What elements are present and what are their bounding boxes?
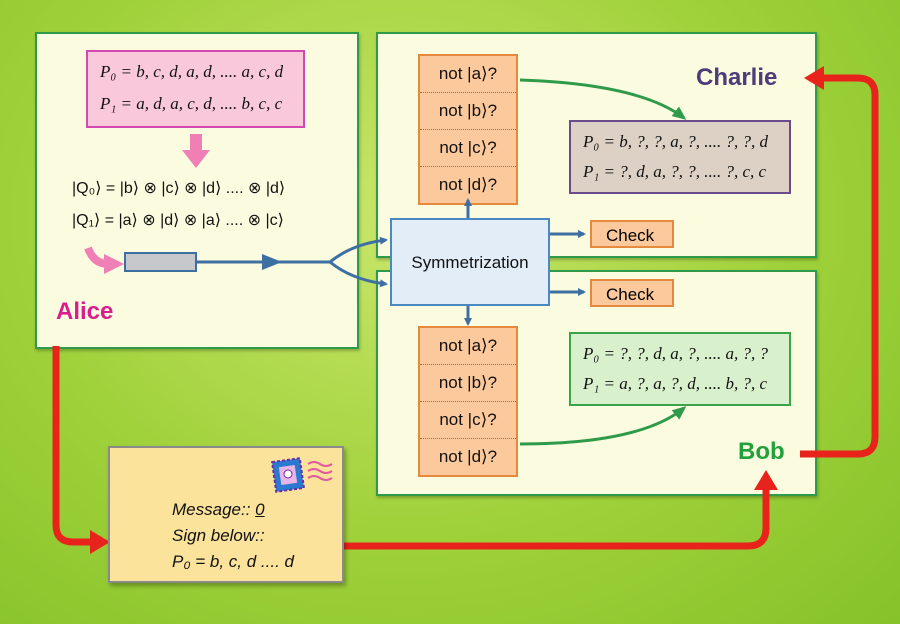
charlie-p1: P₁ = ?, d, a, ?, ?, .... ?, c, c: [583, 162, 767, 181]
alice-p1: P₁ = a, d, a, c, d, .... b, c, c: [100, 94, 283, 113]
signed-message-letter: Message:: 0 Sign below:: P₀ = b, c, d ..…: [108, 446, 344, 583]
alice-q0-state: |Q₀⟩ = |b⟩ ⊗ |c⟩ ⊗ |d⟩ .... ⊗ |d⟩: [72, 180, 286, 197]
charlie-label: Charlie: [696, 64, 778, 91]
alice-p0: P₀ = b, c, d, a, d, .... a, c, d: [100, 62, 284, 81]
alice-label: Alice: [56, 298, 114, 325]
symmetrization-box: Symmetrization: [390, 218, 550, 306]
bob-test-c: not |c⟩?: [420, 402, 516, 439]
charlie-p0: P₀ = b, ?, ?, a, ?, .... ?, ?, d: [583, 132, 769, 151]
charlie-test-b: not |b⟩?: [420, 93, 516, 130]
charlie-test-d: not |d⟩?: [438, 175, 498, 194]
bob-test-a: not |a⟩?: [420, 328, 516, 365]
bob-test-column: not |a⟩? not |b⟩? not |c⟩? not |d⟩?: [418, 326, 518, 477]
alice-private-key-box: P₀ = b, c, d, a, d, .... a, c, d P₁ = a,…: [86, 50, 305, 128]
sign-below-line: Sign below::: [172, 526, 265, 545]
bob-key-box: P₀ = ?, ?, d, a, ?, .... a, ?, ? P₁ = a,…: [569, 332, 791, 406]
check-box-lower: Check: [590, 279, 674, 307]
check-box-upper: Check: [590, 220, 674, 248]
message-value: 0: [255, 500, 265, 519]
bob-test-b: not |b⟩?: [420, 365, 516, 402]
charlie-test-c: not |c⟩?: [420, 130, 516, 167]
postage-stamp-icon: [270, 457, 333, 493]
charlie-test-column: not |a⟩? not |b⟩? not |c⟩? not |d⟩?: [418, 54, 518, 205]
bob-label: Bob: [738, 438, 785, 465]
classical-channel-alice-to-message: [52, 346, 110, 554]
bob-test-d: not |d⟩?: [438, 447, 498, 466]
charlie-key-box: P₀ = b, ?, ?, a, ?, .... ?, ?, d P₁ = ?,…: [569, 120, 791, 194]
alice-q1-state: |Q₁⟩ = |a⟩ ⊗ |d⟩ ⊗ |a⟩ .... ⊗ |c⟩: [72, 212, 284, 229]
charlie-test-a: not |a⟩?: [420, 56, 516, 93]
bob-p0: P₀ = ?, ?, d, a, ?, .... a, ?, ?: [583, 344, 769, 363]
signature-line: P₀ = b, c, d .... d: [172, 552, 294, 571]
bob-p1: P₁ = a, ?, a, ?, d, .... b, ?, c: [583, 374, 768, 393]
message-line: Message:: 0: [172, 500, 265, 519]
